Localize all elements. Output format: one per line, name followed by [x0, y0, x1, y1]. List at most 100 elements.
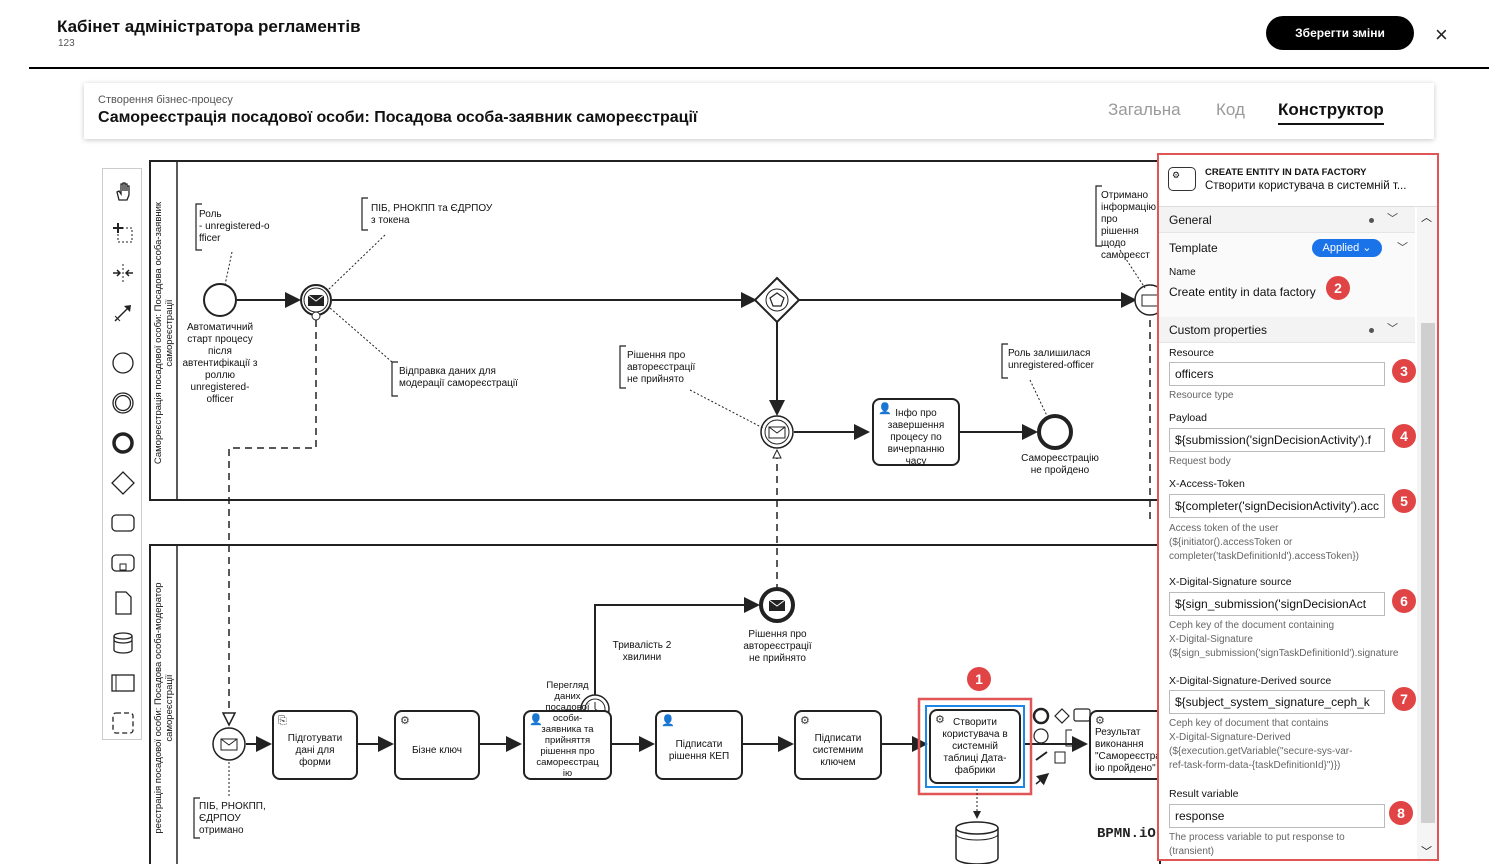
element-type: CREATE ENTITY IN DATA FACTORY — [1205, 167, 1367, 178]
gear-icon: ⚙ — [935, 714, 945, 726]
annotation-token[interactable]: ПІБ, РНОКПП та ЄДРПОУ з токена — [371, 203, 493, 226]
template-label: Template — [1169, 241, 1218, 255]
annotation-role[interactable]: Роль - unregistered-o fficer — [199, 209, 270, 244]
not-passed-label: Самореєстрацію не пройдено — [1021, 453, 1099, 476]
data-store-icon[interactable] — [111, 631, 135, 655]
intermediate-event-icon[interactable] — [111, 391, 135, 415]
end-event-icon[interactable] — [111, 431, 135, 455]
annotation-received-info[interactable]: Отримано інформацію про рішення щодо сам… — [1101, 190, 1156, 261]
annotation-send-data[interactable]: Відправка даних для модерації самореєстр… — [399, 366, 518, 389]
task-icon[interactable] — [111, 511, 135, 535]
name-label: Name — [1169, 267, 1196, 278]
token-input[interactable]: ${completer('signDecisionActivity').acc — [1169, 494, 1385, 518]
app-header: Кабінет адміністратора регламентів 123 З… — [0, 0, 1503, 69]
header-divider — [29, 67, 1489, 69]
task-result[interactable]: ⚙Результат виконання "Самореєстрац ію пр… — [1089, 710, 1157, 780]
payload-hint: Request body — [1169, 456, 1231, 467]
custom-properties-section[interactable]: Custom properties ﹀ — [1159, 317, 1415, 343]
properties-panel: ⚙ CREATE ENTITY IN DATA FACTORY Створити… — [1157, 153, 1439, 861]
scrollbar-thumb[interactable] — [1421, 323, 1435, 823]
service-task-icon: ⚙ — [1168, 167, 1196, 191]
process-card: Створення бізнес-процесу Самореєстрація … — [84, 83, 1434, 139]
annotation-pib-received[interactable]: ПІБ, РНОКПП, ЄДРПОУ отримано — [199, 801, 266, 836]
user-task-icon: 👤 — [661, 715, 675, 727]
result-variable-hint: The process variable to put response to … — [1169, 832, 1345, 857]
start-event-icon[interactable] — [111, 351, 135, 375]
task-info-end[interactable]: 👤Інфо про завершення процесу по вичерпан… — [872, 398, 960, 467]
payload-input[interactable]: ${submission('signDecisionActivity').f — [1169, 428, 1385, 452]
custom-label: Custom properties — [1169, 323, 1268, 337]
pool-applicant[interactable] — [149, 160, 1161, 501]
task-info-end-label: Інфо про завершення процесу по вичерпанн… — [887, 408, 945, 467]
task-sign-kep[interactable]: 👤 Підписати рішення КЕП — [655, 710, 743, 780]
signature-derived-hint: Ceph key of document that contains X-Dig… — [1169, 718, 1353, 771]
tab-constructor[interactable]: Конструктор — [1278, 100, 1384, 125]
end-event-failed[interactable] — [1037, 414, 1073, 450]
lasso-tool-icon[interactable] — [111, 221, 135, 245]
signature-input[interactable]: ${sign_submission('signDecisionAct — [1169, 592, 1385, 616]
task-sign-system[interactable]: ⚙Підписати системним ключем — [794, 710, 882, 780]
result-variable-input[interactable]: response — [1169, 804, 1385, 828]
space-tool-icon[interactable] — [111, 261, 135, 285]
pool-icon[interactable] — [111, 671, 135, 695]
chevron-down-icon[interactable]: ﹀ — [1387, 323, 1398, 335]
decision-end-label: Рішення про автореєстрації не прийнято — [743, 629, 812, 664]
callout-8: 8 — [1389, 801, 1413, 825]
token-hint: Access token of the user (${initiator().… — [1169, 523, 1360, 562]
callout-7: 7 — [1392, 687, 1416, 711]
hand-tool-icon[interactable] — [111, 179, 135, 203]
event-gateway[interactable] — [753, 276, 801, 324]
start-event[interactable] — [203, 283, 237, 317]
name-value[interactable]: Create entity in data factory — [1169, 285, 1316, 299]
user-task-icon: 👤 — [878, 403, 892, 415]
callout-5: 5 — [1392, 489, 1416, 513]
process-title: Самореєстрація посадової особи: Посадова… — [98, 109, 698, 126]
save-button[interactable]: Зберегти зміни — [1266, 16, 1414, 50]
payload-label: Payload — [1169, 412, 1207, 424]
task-sign-system-label: Підписати системним ключем — [812, 733, 864, 768]
app-subtitle: 123 — [58, 38, 75, 49]
changed-dot — [1369, 218, 1374, 223]
signature-label: X-Digital-Signature source — [1169, 576, 1292, 588]
connect-tool-icon[interactable] — [111, 301, 135, 325]
task-create-user-label: Створити користувача в системній таблиці… — [942, 716, 1008, 776]
group-icon[interactable] — [111, 711, 135, 735]
general-label: General — [1169, 213, 1212, 227]
bpmn-io-logo[interactable]: BPMN.iO — [1097, 826, 1156, 842]
task-review-label: Перегляд даних посадової особи- заявника… — [536, 679, 599, 779]
gear-icon: ⚙ — [1095, 715, 1105, 727]
task-sign-kep-label: Підписати рішення КЕП — [668, 739, 730, 762]
lane1-label: Самореєстрація посадової особи: Посадова… — [153, 201, 175, 465]
element-name: Створити користувача в системній т... — [1205, 180, 1407, 192]
subprocess-icon[interactable] — [111, 551, 135, 575]
applied-badge[interactable]: Applied ⌄ — [1312, 239, 1382, 257]
scroll-down-icon[interactable]: ﹀ — [1421, 846, 1432, 858]
callout-2: 2 — [1326, 276, 1350, 300]
resource-input[interactable]: officers — [1169, 362, 1385, 386]
app-title: Кабінет адміністратора регламентів — [57, 17, 361, 36]
annotation-role-remaining[interactable]: Роль залишилася unregistered-officer — [1008, 348, 1094, 371]
data-object-icon[interactable] — [111, 591, 135, 615]
pool-moderator[interactable] — [149, 544, 1161, 864]
tab-code[interactable]: Код — [1216, 100, 1245, 119]
general-section[interactable]: General ﹀ — [1159, 207, 1415, 233]
scroll-up-icon[interactable]: ︿ — [1421, 212, 1432, 224]
token-label: X-Access-Token — [1169, 478, 1245, 490]
chevron-down-icon[interactable]: ﹀ — [1387, 213, 1398, 225]
user-task-icon: 👤 — [529, 714, 543, 726]
annotation-decision[interactable]: Рішення про автореєстрації не прийнято — [627, 350, 696, 385]
task-prepare[interactable]: ⎘Підготувати дані для форми — [272, 710, 358, 780]
tab-general[interactable]: Загальна — [1108, 100, 1181, 119]
task-create-user[interactable]: ⚙Створити користувача в системній таблиц… — [929, 709, 1021, 784]
template-chevron-icon[interactable]: ﹀ — [1397, 242, 1408, 254]
task-biz-key[interactable]: ⚙Бізне ключ — [394, 710, 480, 780]
task-review[interactable]: 👤Перегляд даних посадової особи- заявник… — [523, 680, 612, 780]
gateway-icon[interactable] — [111, 471, 135, 495]
card-subtitle: Створення бізнес-процесу — [98, 94, 233, 106]
lane2-label: реєстрація посадової особи: Посадова осо… — [153, 582, 175, 834]
properties-header: ⚙ CREATE ENTITY IN DATA FACTORY Створити… — [1159, 155, 1437, 207]
task-biz-key-label: Бізне ключ — [411, 745, 463, 756]
task-result-label: Результат виконання "Самореєстрац ію про… — [1095, 727, 1157, 774]
signature-derived-input[interactable]: ${subject_system_signature_ceph_k — [1169, 690, 1385, 714]
close-icon[interactable]: × — [1435, 22, 1448, 47]
